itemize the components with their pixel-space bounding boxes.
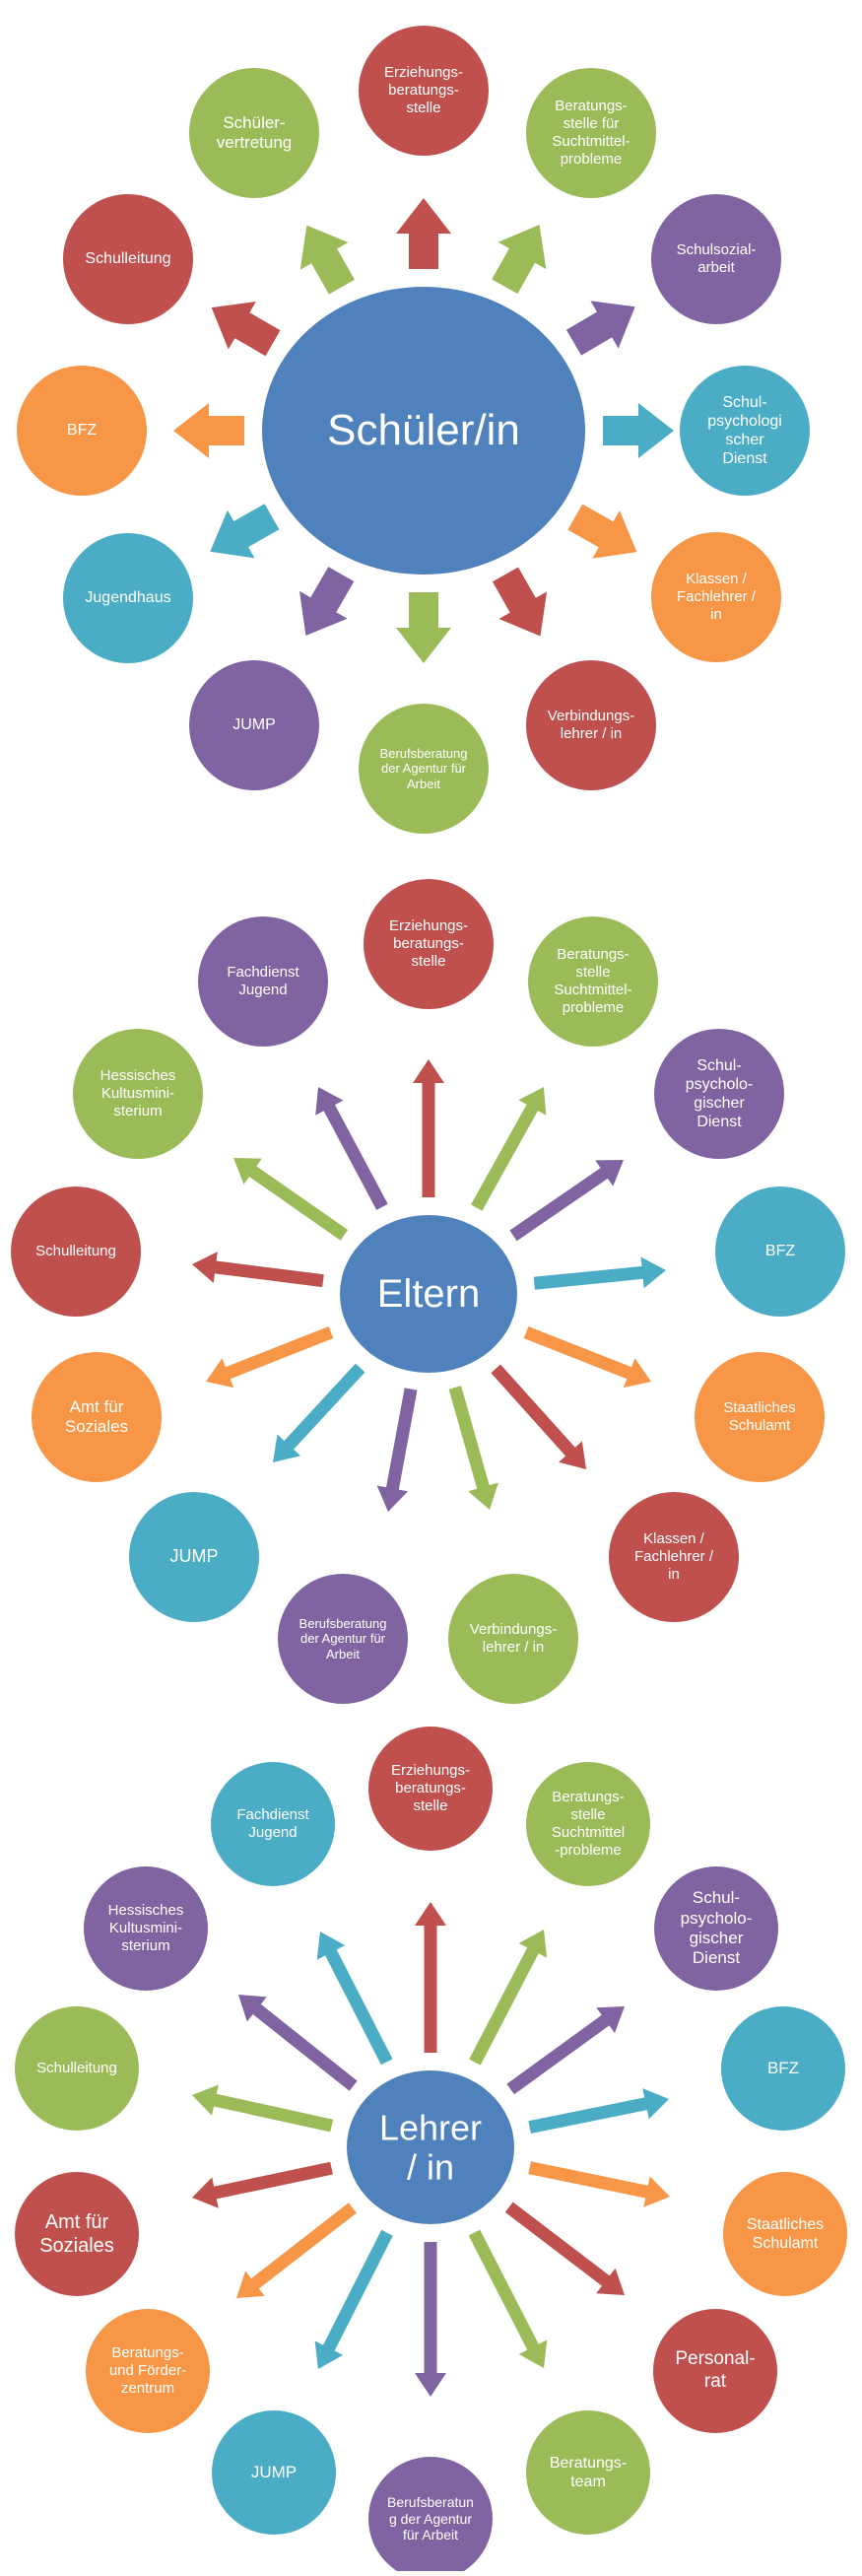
- arrow-2-3: [509, 1160, 624, 1242]
- arrow-1-1: [396, 198, 451, 269]
- arrow-2-7: [448, 1386, 498, 1510]
- node-circle: [212, 2410, 336, 2535]
- node-circle: [526, 660, 656, 790]
- arrow-2-1: [413, 1059, 444, 1197]
- node-circle: [84, 1866, 208, 1991]
- arrow-2-12: [233, 1158, 349, 1241]
- hub-circle: [340, 1215, 517, 1373]
- arrow-1-10: [173, 403, 244, 458]
- arrow-2-6: [491, 1364, 586, 1469]
- arrow-3-4: [528, 2088, 669, 2134]
- node-circle: [526, 1762, 650, 1886]
- arrow-2-2: [471, 1087, 547, 1211]
- arrow-3-8: [415, 2242, 446, 2397]
- arrow-1-8: [299, 567, 355, 636]
- arrow-3-14: [316, 1932, 393, 2066]
- node-circle: [654, 1029, 784, 1159]
- arrow-2-10: [206, 1326, 334, 1389]
- node-circle: [721, 2006, 845, 2131]
- arrow-3-9: [314, 2229, 393, 2369]
- node-circle: [651, 194, 781, 324]
- arrow-1-6: [492, 567, 548, 637]
- node-circle: [32, 1352, 162, 1482]
- node-circle: [129, 1492, 259, 1622]
- node-circle: [368, 2457, 493, 2571]
- node-circle: [609, 1492, 739, 1622]
- arrow-3-10: [236, 2203, 357, 2298]
- node-circle: [198, 916, 328, 1047]
- diagram-group-1: [17, 26, 810, 834]
- diagram-group-2: [11, 879, 845, 1704]
- hub-circle: [262, 287, 585, 575]
- arrow-3-13: [238, 1995, 358, 2091]
- node-circle: [653, 2309, 777, 2433]
- node-circle: [359, 26, 489, 156]
- arrow-2-11: [192, 1252, 324, 1288]
- arrow-1-2: [492, 225, 547, 295]
- node-circle: [695, 1352, 825, 1482]
- node-circle: [651, 532, 781, 662]
- arrow-3-2: [469, 1930, 548, 2066]
- node-circle: [715, 1186, 845, 1317]
- arrow-1-4: [603, 403, 674, 458]
- node-circle: [278, 1574, 408, 1704]
- arrow-3-5: [528, 2161, 670, 2207]
- arrow-3-7: [468, 2229, 548, 2368]
- node-circle: [364, 879, 494, 1009]
- diagram-group-3: [15, 1727, 847, 2571]
- node-circle: [189, 68, 319, 198]
- arrow-2-5: [523, 1326, 651, 1389]
- arrow-2-13: [315, 1087, 388, 1210]
- arrow-1-3: [565, 301, 635, 356]
- node-circle: [526, 2410, 650, 2535]
- node-circle: [368, 1727, 493, 1851]
- node-circle: [86, 2309, 210, 2433]
- node-circle: [654, 1866, 778, 1991]
- node-circle: [359, 704, 489, 834]
- node-circle: [73, 1029, 203, 1159]
- node-circle: [528, 916, 658, 1047]
- arrow-2-4: [533, 1256, 666, 1290]
- arrow-3-6: [504, 2202, 625, 2295]
- node-circle: [15, 2006, 139, 2131]
- node-circle: [448, 1574, 578, 1704]
- arrow-1-9: [210, 504, 280, 559]
- arrow-1-11: [211, 302, 281, 357]
- hub-circle: [347, 2070, 514, 2224]
- node-circle: [11, 1186, 141, 1317]
- node-circle: [526, 68, 656, 198]
- arrow-1-5: [567, 504, 637, 559]
- node-circle: [211, 1762, 335, 1886]
- arrow-2-9: [273, 1363, 365, 1462]
- node-circle: [63, 194, 193, 324]
- node-circle: [680, 366, 810, 496]
- arrow-3-11: [192, 2161, 333, 2208]
- arrow-1-7: [396, 592, 451, 663]
- arrow-3-3: [506, 2006, 625, 2095]
- arrow-2-8: [376, 1388, 418, 1512]
- arrow-3-12: [192, 2084, 334, 2133]
- node-circle: [189, 660, 319, 790]
- arrow-1-12: [299, 225, 355, 295]
- node-circle: [723, 2172, 847, 2296]
- node-circle: [15, 2172, 139, 2296]
- arrow-3-1: [415, 1902, 446, 2053]
- node-circle: [17, 366, 147, 496]
- node-circle: [63, 533, 193, 663]
